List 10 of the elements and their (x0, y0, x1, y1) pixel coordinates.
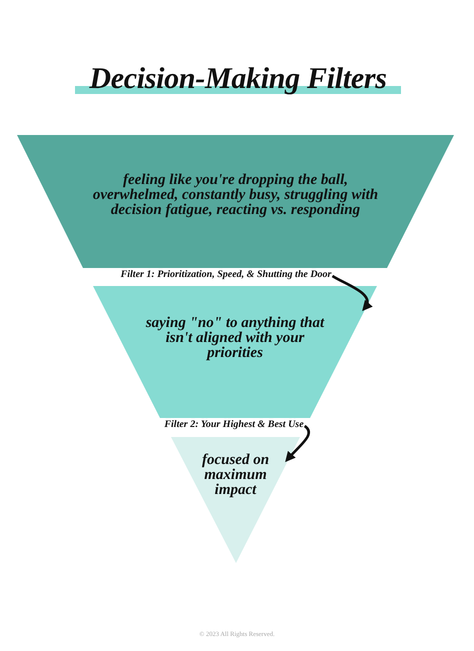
stage-description: saying "no" to anything that isn't aligned with your priorities (144, 316, 326, 361)
funnel-bottom-triangle (171, 437, 300, 563)
funnel-top-band (17, 135, 454, 268)
filter-label: Filter 2: Your Highest & Best Use (164, 419, 304, 431)
curved-arrow (332, 274, 373, 312)
filter-label: Filter 1: Prioritization, Speed, & Shutting the Door (120, 269, 332, 281)
stage-description: focused on maximum impact (200, 453, 270, 498)
title: Decision-Making Filters (89, 62, 387, 96)
stage-description: feeling like you're dropping the ball, overwhelmed, constantly busy, struggling with decision fatigue, reacting vs. responding (92, 173, 380, 218)
funnel-middle-band (93, 286, 377, 418)
